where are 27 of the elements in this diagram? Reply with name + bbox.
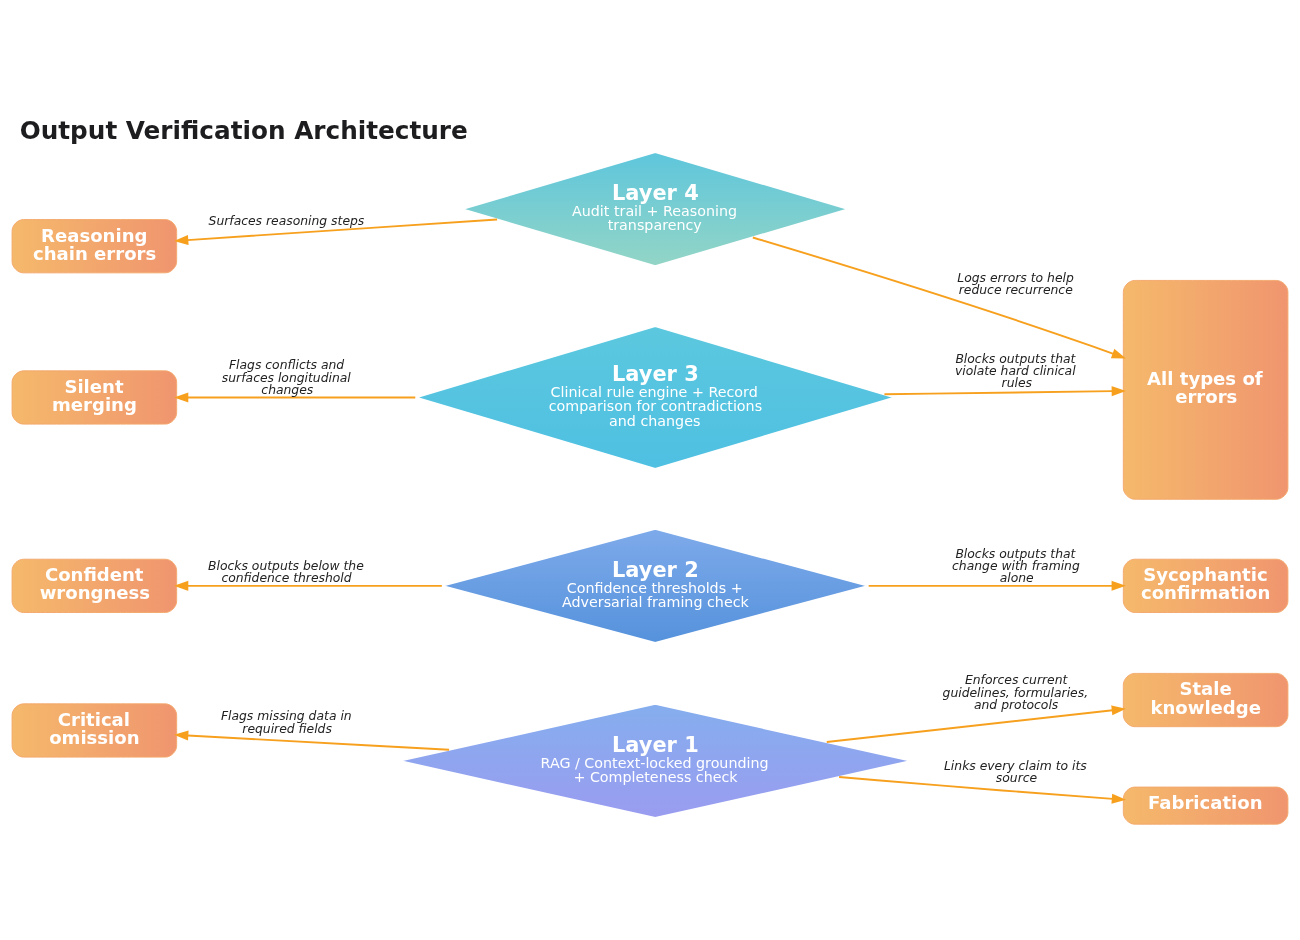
arrow (174, 391, 417, 402)
edge-label: Flags conflicts and surfaces longitudinal changes (221, 357, 351, 397)
arrow (838, 775, 1127, 804)
node-box: All types of errors (1122, 279, 1289, 500)
node-box: Silent merging (11, 369, 178, 425)
node-box: Critical omission (11, 702, 178, 758)
node-box: Sycophantic confirmation (1122, 558, 1289, 613)
arrow (751, 236, 1127, 359)
edge-label: Flags missing data in required fields (220, 708, 352, 736)
arrow (883, 385, 1126, 396)
node-box: Reasoning chain errors (11, 218, 178, 273)
edge-label: Blocks outputs below the confidence threshold (208, 558, 364, 585)
arrow (174, 218, 499, 245)
node-box: Fabrication (1122, 786, 1289, 825)
edge-label: Surfaces reasoning steps (208, 213, 365, 228)
edge-label: Blocks outputs that violate hard clinical rules (954, 351, 1076, 390)
arrow (825, 704, 1126, 743)
diagram-title: Output Verification Architecture (19, 115, 468, 145)
node-box: Confident wrongness (11, 558, 178, 613)
edge-label: Blocks outputs that change with framing alone (952, 546, 1080, 585)
arrow (174, 580, 443, 591)
edge-label: Enforces current guidelines, formularies, and protocols (942, 672, 1089, 712)
node-box: Stale knowledge (1122, 672, 1289, 727)
edge-label: Logs errors to help reduce recurrence (957, 270, 1074, 297)
edge-label: Links every claim to its source (943, 758, 1087, 785)
arrow (174, 730, 451, 751)
arrow (867, 580, 1126, 591)
